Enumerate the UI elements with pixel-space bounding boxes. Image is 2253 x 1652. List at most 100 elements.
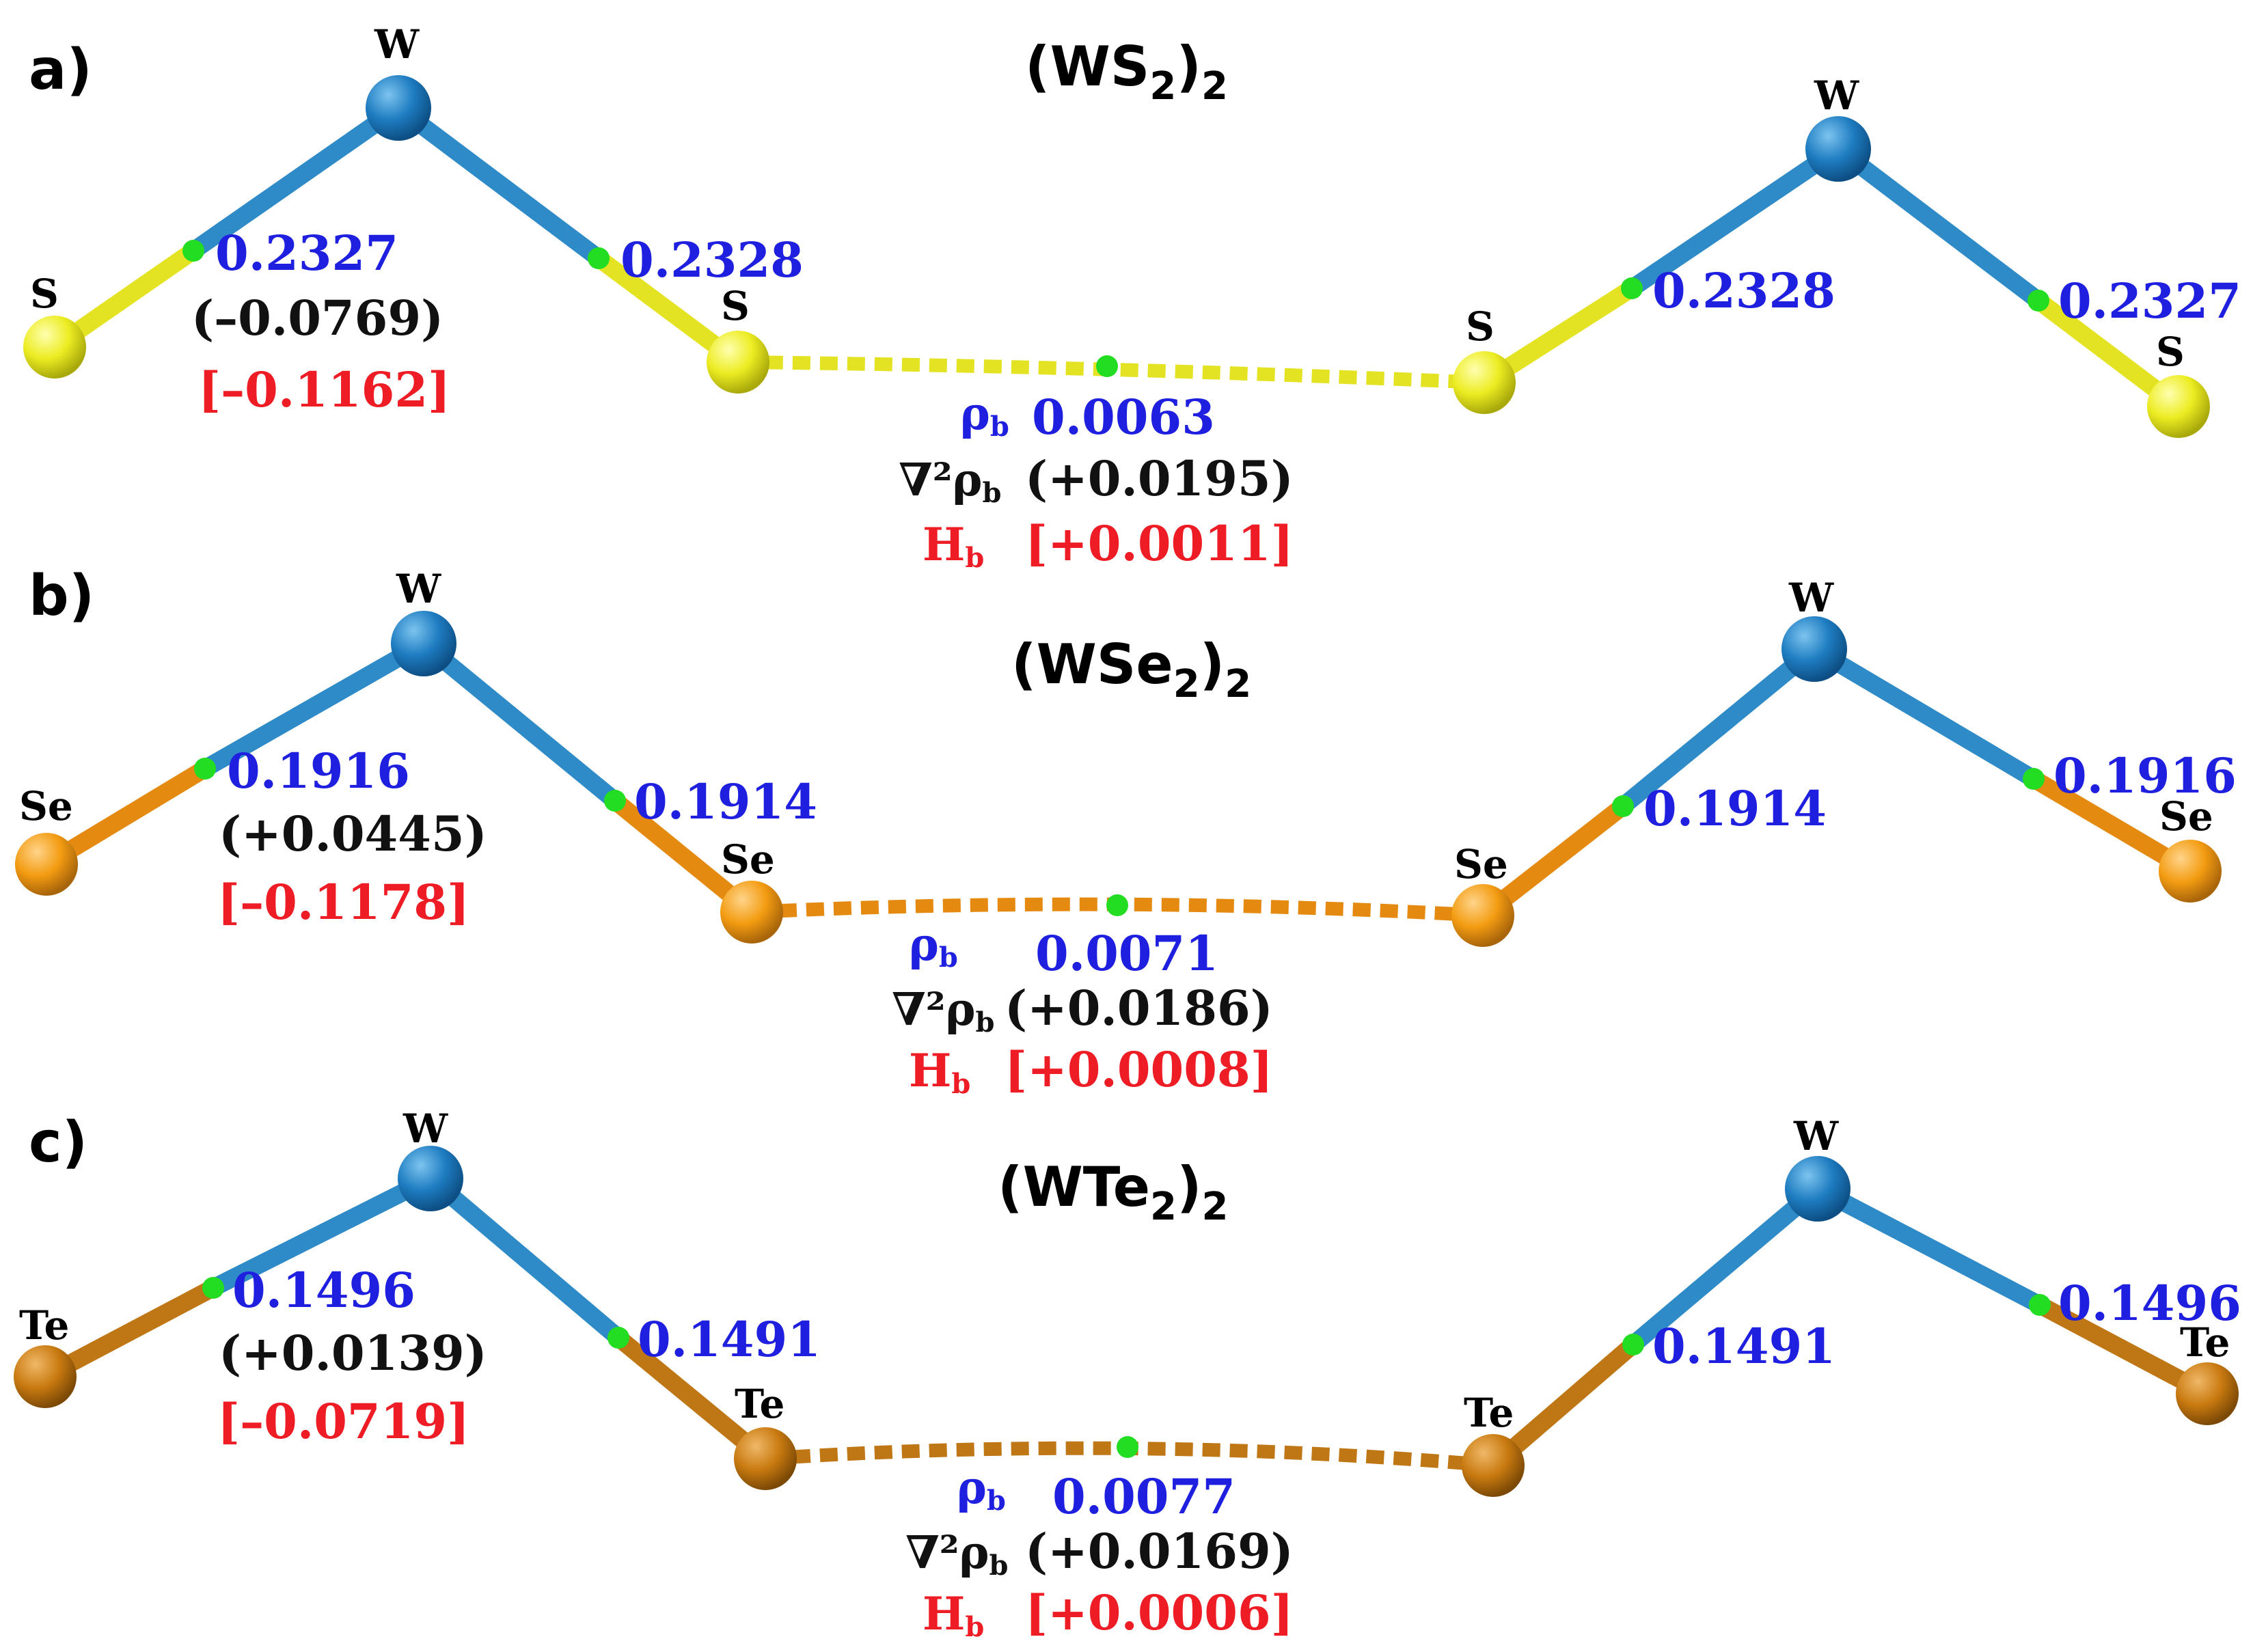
- te-atom: [2176, 1362, 2239, 1425]
- bond-critical-point: [604, 790, 626, 812]
- te-w-bond: [2031, 1296, 2216, 1403]
- w-s-bond: [390, 99, 607, 267]
- w-se-bond: [415, 635, 624, 810]
- atom-label-chalcogen: Te: [735, 1381, 784, 1427]
- se-atom: [1451, 884, 1514, 947]
- density-value: 0.1916: [227, 743, 410, 799]
- bond-critical-point: [607, 1327, 629, 1349]
- bond-critical-point: [1106, 894, 1128, 916]
- s-atom: [707, 331, 769, 394]
- te-atom: [14, 1345, 77, 1408]
- interaction-energy-value: [+0.0006]: [1025, 1584, 1294, 1641]
- panel-c: c) (WTe2)2 Te W Te Te W Te 0.1496 (+0.01…: [14, 1105, 2241, 1643]
- w-atom: [1805, 116, 1871, 182]
- s-atom: [23, 316, 86, 378]
- atom-label-metal: W: [374, 21, 420, 68]
- w-te-bond: [204, 1170, 439, 1297]
- density-value: 0.2328: [620, 232, 804, 288]
- interaction-laplacian-value: (+0.0169): [1025, 1523, 1294, 1580]
- density-value: 0.1491: [638, 1311, 821, 1368]
- bond-critical-point: [1622, 1334, 1644, 1355]
- rho-symbol: ρb: [909, 918, 958, 974]
- panel-letter: a): [29, 38, 92, 102]
- laplacian-symbol: ∇²ρb: [905, 1526, 1008, 1582]
- laplacian-symbol: ∇²ρb: [892, 982, 994, 1038]
- density-value: 0.1496: [2058, 1275, 2241, 1332]
- formula-title: (WS2)2: [1025, 35, 1228, 109]
- te-w-bond: [610, 1329, 774, 1468]
- interaction-density-value: 0.0077: [1052, 1468, 1235, 1525]
- density-value: 0.1916: [2053, 747, 2237, 804]
- bond-critical-point: [1612, 795, 1634, 817]
- te-atom: [1462, 1434, 1525, 1497]
- h-symbol: Hb: [923, 518, 984, 574]
- bond-critical-point: [588, 247, 610, 269]
- w-s-bond: [185, 99, 407, 260]
- w-s-bond: [1829, 140, 2047, 309]
- panel-b: b) (WSe2)2 Se W Se Se W Se 0.1916 (+0.04…: [15, 564, 2237, 1100]
- bond-critical-point: [2023, 768, 2045, 790]
- atom-label-chalcogen: Se: [19, 783, 73, 829]
- laplacian-symbol: ∇²ρb: [899, 453, 1001, 509]
- interaction-laplacian-value: (+0.0195): [1025, 450, 1294, 507]
- atom-label-metal: W: [1814, 72, 1859, 119]
- energy-density-value: [–0.1162]: [198, 361, 450, 418]
- atom-label-metal: W: [402, 1105, 448, 1152]
- w-s-bond: [1623, 140, 1847, 297]
- atom-label-chalcogen: Te: [19, 1302, 69, 1349]
- density-value: 0.1914: [1643, 780, 1827, 837]
- formula-title: (WSe2)2: [1011, 633, 1251, 706]
- bond-critical-point: [2027, 290, 2049, 312]
- density-value: 0.2327: [215, 225, 398, 281]
- se-atom: [15, 833, 78, 896]
- bond-critical-point: [1096, 355, 1118, 377]
- bond-critical-point: [1117, 1436, 1138, 1458]
- s-atom: [2147, 375, 2210, 438]
- panel-letter: b): [29, 564, 94, 629]
- atom-label-chalcogen: Te: [1464, 1390, 1514, 1436]
- panel-a: a) (WS2)2 S W S S W S 0.2327: [23, 21, 2241, 574]
- w-atom: [398, 1146, 463, 1211]
- h-symbol: Hb: [909, 1044, 970, 1100]
- atom-label-metal: W: [1793, 1113, 1839, 1159]
- atom-label-chalcogen: Se: [1454, 841, 1508, 887]
- interaction-energy-value: [+0.0011]: [1025, 515, 1294, 572]
- atom-label-chalcogen: Te: [2180, 1319, 2230, 1366]
- density-value: 0.1914: [634, 773, 817, 830]
- energy-density-value: [–0.1178]: [217, 874, 469, 931]
- laplacian-value: (+0.0445): [219, 806, 487, 862]
- atom-label-chalcogen: Se: [2159, 793, 2213, 840]
- se-atom: [720, 881, 783, 944]
- bond-critical-point: [194, 758, 216, 780]
- bond-critical-point: [2029, 1294, 2051, 1316]
- laplacian-value: (+0.0139): [219, 1325, 487, 1381]
- atom-label-chalcogen: Se: [721, 836, 775, 883]
- energy-density-value: [–0.0719]: [217, 1393, 469, 1450]
- w-atom: [1785, 1156, 1851, 1222]
- density-value: 0.2328: [1652, 262, 1835, 319]
- atom-label-chalcogen: S: [30, 271, 59, 317]
- h-symbol: Hb: [923, 1587, 984, 1643]
- interaction-density-value: 0.0071: [1035, 925, 1218, 982]
- w-se-bond: [1805, 640, 2043, 788]
- density-value: 0.2327: [2058, 273, 2241, 329]
- atom-label-chalcogen: S: [721, 283, 750, 329]
- interaction-laplacian-value: (+0.0186): [1005, 980, 1273, 1036]
- atom-label-metal: W: [1788, 575, 1834, 621]
- interaction-density-value: 0.0063: [1032, 389, 1215, 445]
- w-te-bond: [422, 1170, 627, 1347]
- rho-symbol: ρb: [957, 1461, 1006, 1517]
- bond-critical-point: [182, 240, 204, 262]
- laplacian-value: (–0.0769): [191, 290, 443, 346]
- w-se-bond: [196, 635, 433, 777]
- w-te-bond: [1624, 1180, 1827, 1353]
- atom-label-metal: W: [396, 566, 441, 612]
- atom-label-chalcogen: S: [1466, 303, 1494, 350]
- w-atom: [391, 611, 456, 676]
- bond-critical-point: [202, 1277, 224, 1299]
- panel-letter: c): [29, 1110, 87, 1175]
- w-se-bond: [1614, 640, 1823, 815]
- s-atom: [1453, 351, 1516, 414]
- interaction-energy-value: [+0.0008]: [1005, 1041, 1273, 1098]
